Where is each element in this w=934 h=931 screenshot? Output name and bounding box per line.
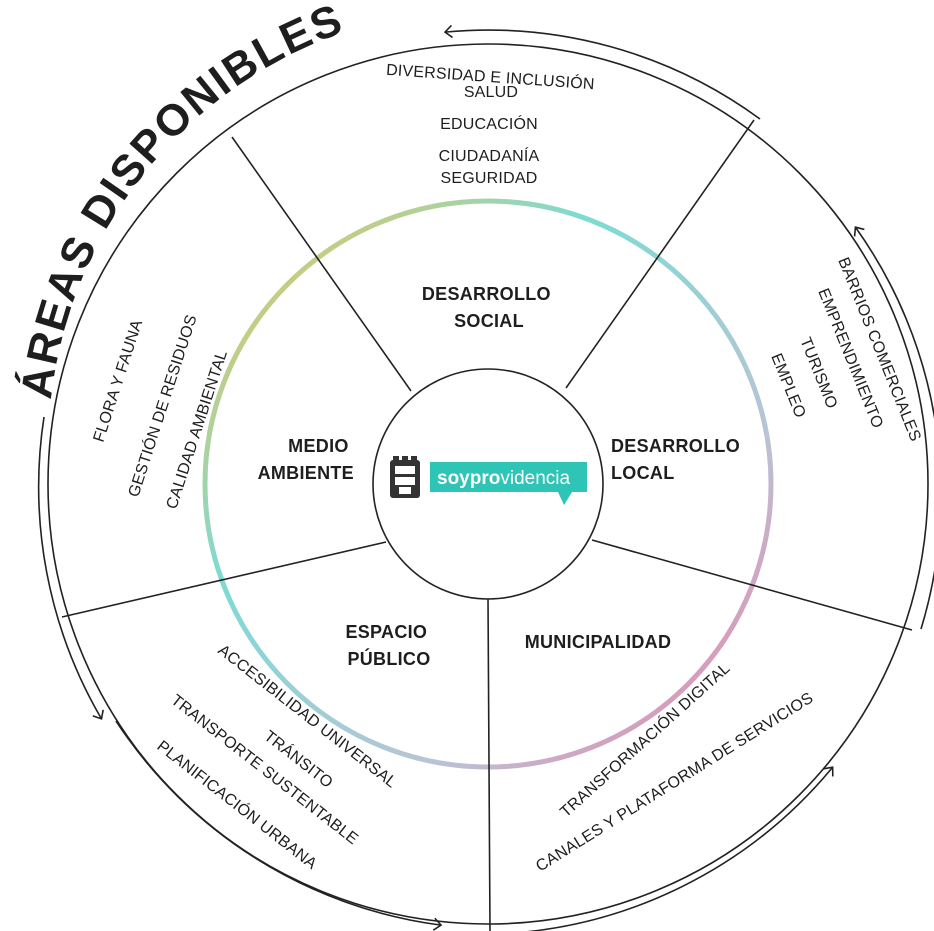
divider-espacio-medio bbox=[61, 541, 387, 618]
category-municipalidad: MUNICIPALIDAD bbox=[525, 632, 672, 652]
area-item: CIUDADANÍA bbox=[439, 146, 540, 165]
category-espacio-publico: ESPACIO PÚBLICO bbox=[345, 622, 432, 669]
outer-circle bbox=[47, 43, 929, 925]
areas-medio-ambiente: FLORA Y FAUNA GESTIÓN DE RESIDUOS CALIDA… bbox=[91, 312, 231, 511]
category-desarrollo-local: DESARROLLO LOCAL bbox=[611, 436, 745, 483]
areas-espacio-publico: ACCESIBILIDAD UNIVERSAL TRÁNSITO TRANSPO… bbox=[154, 642, 400, 873]
area-item: EMPLEO bbox=[767, 351, 808, 420]
area-item: FLORA Y FAUNA bbox=[91, 318, 147, 445]
arrow-top bbox=[443, 24, 761, 120]
category-desarrollo-social: DESARROLLO SOCIAL bbox=[422, 284, 556, 331]
divider-local-municipal bbox=[591, 539, 913, 631]
areas-desarrollo-social: DIVERSIDAD E INCLUSIÓN SALUD EDUCACIÓN C… bbox=[386, 60, 596, 187]
municipality-shield-icon bbox=[390, 456, 420, 498]
arrow-right bbox=[853, 226, 934, 630]
divider-social-medio bbox=[231, 136, 412, 392]
divider-social-local bbox=[565, 119, 755, 389]
area-item: SALUD bbox=[464, 84, 518, 101]
divider-municipal-espacio bbox=[487, 597, 491, 931]
area-item: EDUCACIÓN bbox=[440, 114, 538, 133]
colored-ring bbox=[202, 198, 774, 770]
category-medio-ambiente: MEDIO AMBIENTE bbox=[258, 436, 354, 483]
soyprovidencia-logo: soyprovidencia bbox=[430, 462, 587, 505]
arrow-bottom-right bbox=[525, 766, 834, 931]
areas-municipalidad: TRANSFORMACIÓN DIGITAL CANALES Y PLATAFO… bbox=[533, 658, 816, 875]
arrow-bottom-left bbox=[115, 720, 443, 931]
svg-text:soyprovidencia: soyprovidencia bbox=[437, 468, 571, 489]
area-item: SEGURIDAD bbox=[441, 170, 538, 187]
arrow-left bbox=[37, 416, 104, 720]
areas-desarrollo-local: BARRIOS COMERCIALES EMPRENDIMIENTO TURIS… bbox=[767, 255, 923, 444]
